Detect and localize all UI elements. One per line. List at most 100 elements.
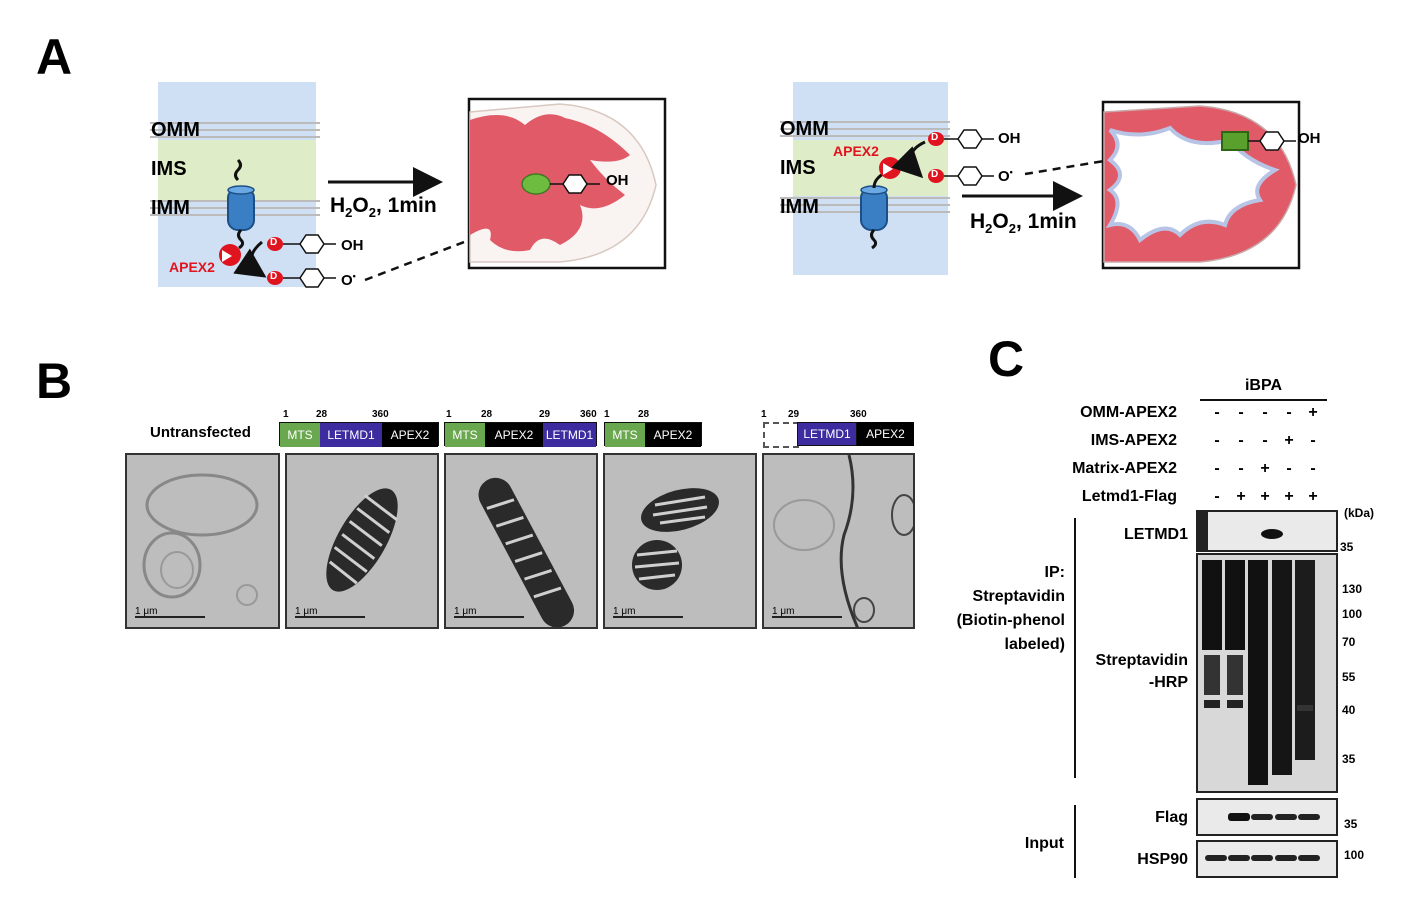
scale-bar-label: 1 μm	[772, 606, 795, 617]
label-oh: OH	[341, 237, 364, 254]
segment-apex2: APEX2	[382, 423, 438, 447]
construct-num: 29	[539, 409, 551, 420]
biotin-phenol-top	[267, 234, 336, 254]
construct-num: 28	[481, 409, 493, 420]
condition-sign: -	[1310, 432, 1316, 449]
biotin-mark-bottom: D	[270, 271, 278, 282]
ip-bracket	[1074, 518, 1076, 778]
blot-letmd1	[1196, 510, 1338, 552]
segment-deleted	[763, 422, 799, 448]
condition-sign: -	[1214, 460, 1220, 477]
construct-num: 360	[372, 409, 389, 420]
condition-label-ims: IMS-APEX2	[1090, 432, 1177, 449]
segment-letmd1: LETMD1	[797, 422, 857, 446]
marker-strep-130: 130	[1342, 582, 1363, 596]
marker-hsp90: 100	[1344, 848, 1365, 862]
segment-apex2: APEX2	[645, 423, 701, 447]
construct-num: 28	[316, 409, 328, 420]
biotin-mark-top: D	[270, 237, 278, 248]
scale-bar-label: 1 μm	[295, 606, 318, 617]
label-apex2: APEX2	[169, 259, 215, 275]
segment-mts: MTS	[445, 423, 485, 447]
label-imm: IMM	[151, 197, 190, 219]
segment-apex2: APEX2	[485, 423, 543, 447]
condition-sign: -	[1238, 432, 1244, 449]
biotin-phenol-bottom	[267, 268, 336, 288]
label-omm: OMM	[151, 119, 200, 141]
blot-flag	[1196, 798, 1338, 836]
condition-sign: -	[1286, 460, 1292, 477]
construct-num: 1	[446, 409, 452, 420]
condition-sign: +	[1260, 460, 1270, 477]
construct-3: 1 28 MTS APEX2	[604, 409, 704, 449]
group-ibpa-label: iBPA	[1244, 377, 1283, 394]
label-reagent: H2O2, 1min	[330, 194, 437, 221]
marker-strep-40: 40	[1342, 703, 1356, 717]
construct-num: 28	[638, 409, 650, 420]
label-mito-oh: OH	[606, 172, 629, 189]
em-image-construct-3: 1 μm	[603, 453, 757, 629]
condition-sign: +	[1284, 432, 1294, 449]
segment-apex2: APEX2	[857, 422, 914, 446]
ip-label: IP: Streptavidin (Biotin-phenol labeled)	[956, 564, 1065, 653]
em-image-construct-4: 1 μm	[762, 453, 915, 629]
condition-sign: +	[1308, 488, 1318, 505]
biotin-mark-top-right: D	[931, 132, 939, 143]
label-ims: IMS	[151, 158, 187, 180]
construct-num: 1	[283, 409, 289, 420]
condition-signs: - - - - + - - - + - - - + - - - + + + +	[1208, 404, 1338, 514]
marker-flag: 35	[1344, 817, 1358, 831]
biotin-mark-bottom-right: D	[931, 169, 939, 180]
condition-sign: -	[1214, 432, 1220, 449]
condition-sign: +	[1284, 488, 1294, 505]
construct-num: 1	[604, 409, 610, 420]
construct-num: 360	[580, 409, 597, 420]
label-o-radical-right: O•	[998, 167, 1013, 185]
condition-label-letmd1: Letmd1-Flag	[1081, 488, 1177, 505]
label-imm-right: IMM	[780, 196, 819, 218]
condition-sign: -	[1262, 404, 1268, 421]
condition-sign: +	[1308, 404, 1318, 421]
construct-num: 360	[850, 409, 867, 420]
condition-sign: -	[1214, 404, 1220, 421]
condition-sign: +	[1260, 488, 1270, 505]
blot-strep	[1196, 553, 1338, 793]
kda-unit: (kDa)	[1344, 506, 1375, 520]
construct-4: 1 29 360 LETMD1 APEX2	[761, 409, 916, 449]
label-reagent-right: H2O2, 1min	[970, 210, 1077, 237]
blot-label-hsp90: HSP90	[1137, 851, 1188, 868]
panel-letter-a: A	[36, 29, 73, 85]
marker-strep-100: 100	[1342, 607, 1363, 621]
panel-a-left: OMM IMS IMM APEX2 D D OH O• H2O2, 1min O…	[0, 0, 700, 300]
condition-sign: -	[1238, 404, 1244, 421]
construct-num: 29	[788, 409, 800, 420]
panel-a-right: OMM IMS IMM APEX2 D D OH O• H2O2, 1min O…	[700, 0, 1400, 300]
panel-letter-c: C	[988, 331, 1025, 387]
label-oh-right: OH	[998, 130, 1021, 147]
group-ibpa-line	[1200, 399, 1327, 401]
condition-sign: +	[1236, 488, 1246, 505]
em-image-construct-2: 1 μm	[444, 453, 598, 629]
em-image-construct-1: 1 μm	[285, 453, 439, 629]
construct-1: 1 28 360 MTS LETMD1 APEX2	[279, 409, 439, 449]
input-label: Input	[1024, 835, 1064, 852]
marker-strep-55: 55	[1342, 670, 1356, 684]
segment-mts: MTS	[280, 423, 320, 447]
em-image-untransfected: 1 μm	[125, 453, 280, 629]
label-mito-oh-right: OH	[1298, 130, 1321, 147]
label-omm-right: OMM	[780, 118, 829, 140]
segment-letmd1: LETMD1	[543, 423, 596, 447]
panel-a-right-diagram	[780, 82, 1301, 275]
marker-strep-70: 70	[1342, 635, 1356, 649]
condition-label-omm: OMM-APEX2	[1080, 404, 1177, 421]
scale-bar-label: 1 μm	[135, 606, 158, 617]
marker-letmd1: 35	[1340, 540, 1354, 554]
blot-label-strep: Streptavidin -HRP	[1095, 652, 1188, 691]
condition-sign: -	[1262, 432, 1268, 449]
construct-num: 1	[761, 409, 767, 420]
panel-a-left-diagram	[150, 82, 667, 288]
label-o-radical: O•	[341, 271, 356, 289]
marker-strep-35: 35	[1342, 752, 1356, 766]
construct-2: 1 28 29 360 MTS APEX2 LETMD1	[444, 409, 597, 449]
label-ims-right: IMS	[780, 157, 816, 179]
